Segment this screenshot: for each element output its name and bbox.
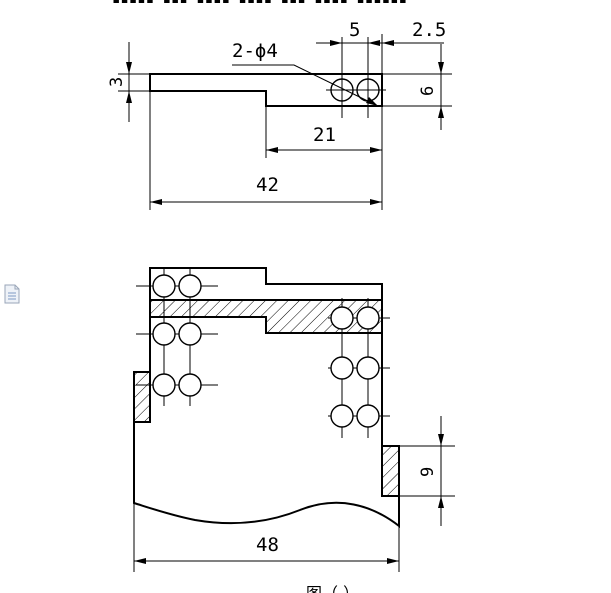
bottom-view: 9 48 [133, 267, 455, 572]
hole-r5 [330, 404, 354, 428]
hole-l1 [152, 274, 176, 298]
dim25-arrow [382, 40, 394, 46]
dim-total-width: 48 [256, 534, 279, 556]
hatched-part [149, 299, 383, 334]
sheet-outline [133, 267, 400, 529]
dim9-arrow-top [438, 434, 444, 446]
hole-r6 [356, 404, 380, 428]
right-hatched-tab [381, 445, 400, 497]
dim-notch-length: 21 [313, 124, 336, 146]
dim-tab-height: 9 [418, 467, 438, 477]
dim-edge-offset: 2.5 [412, 19, 446, 41]
hole-callout-label: 2-ϕ4 [232, 40, 278, 62]
dim3-arrow-top [126, 62, 132, 74]
dim-block-height: 6 [418, 86, 438, 96]
hole-l4 [178, 322, 202, 346]
hole-callout-arrow [366, 97, 378, 106]
dim3-arrow-bottom [126, 91, 132, 103]
dim9-arrow-bottom [438, 496, 444, 508]
hole-r4 [356, 356, 380, 380]
hole-callout-leader [232, 64, 379, 107]
hole-l2 [178, 274, 202, 298]
dim48-arrow-left [134, 558, 146, 564]
dim21-arrow-right [370, 147, 382, 153]
right-hole-group [328, 298, 390, 438]
figure-caption: 图（ ） [306, 584, 359, 593]
hole-l3 [152, 322, 176, 346]
hole-r3 [330, 356, 354, 380]
left-hatched-strip [133, 371, 151, 423]
dim6-arrow-top [438, 62, 444, 74]
header-text: ▪▪▪▪▪ ▪▪▪ ▪▪▪▪ ▪▪▪▪ ▪▪▪ ▪▪▪▪ ▪▪▪▪▪▪ [112, 0, 407, 8]
dim48-arrow-right [387, 558, 399, 564]
hole-l5 [152, 373, 176, 397]
dim-total-length: 42 [256, 174, 279, 196]
dim6-arrow-bottom [438, 106, 444, 118]
dim42-arrow-left [150, 199, 162, 205]
hole-l6 [178, 373, 202, 397]
top-view: 2-ϕ4 5 2.5 3 6 21 42 [107, 19, 452, 210]
dim42-arrow-right [370, 199, 382, 205]
document-icon[interactable] [4, 284, 20, 304]
left-hole-group [136, 268, 218, 406]
hole-r2 [356, 306, 380, 330]
dim-step-height: 3 [107, 77, 127, 87]
dim-hole-pitch: 5 [349, 19, 360, 41]
dim5-arrow-left [330, 40, 342, 46]
hole-r1 [330, 306, 354, 330]
dim21-arrow-left [266, 147, 278, 153]
dim5-arrow-right [368, 40, 380, 46]
